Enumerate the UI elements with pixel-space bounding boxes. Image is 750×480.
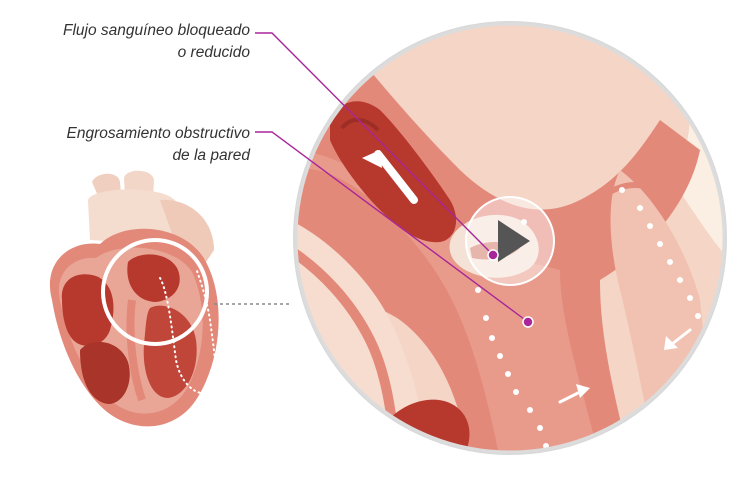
callout-line: Engrosamiento obstructivo	[66, 125, 250, 142]
heart-illustration	[49, 170, 219, 427]
zoom-ring	[101, 238, 209, 346]
callout-line: de la pared	[172, 147, 250, 164]
flow-arrow-icon	[558, 384, 590, 404]
flow-arrow-icon	[664, 328, 692, 350]
callout-line: Flujo sanguíneo bloqueado	[62, 22, 250, 39]
play-button[interactable]	[465, 196, 555, 286]
callout-line: o reducido	[177, 44, 250, 61]
callout-wall-thickening: Engrosamiento obstructivo de la pared	[0, 123, 250, 167]
flow-arrow-icon	[362, 150, 418, 204]
play-icon	[498, 220, 530, 262]
leader-lines	[255, 32, 534, 328]
callout-blocked-flow: Flujo sanguíneo bloqueado o reducido	[0, 20, 250, 64]
